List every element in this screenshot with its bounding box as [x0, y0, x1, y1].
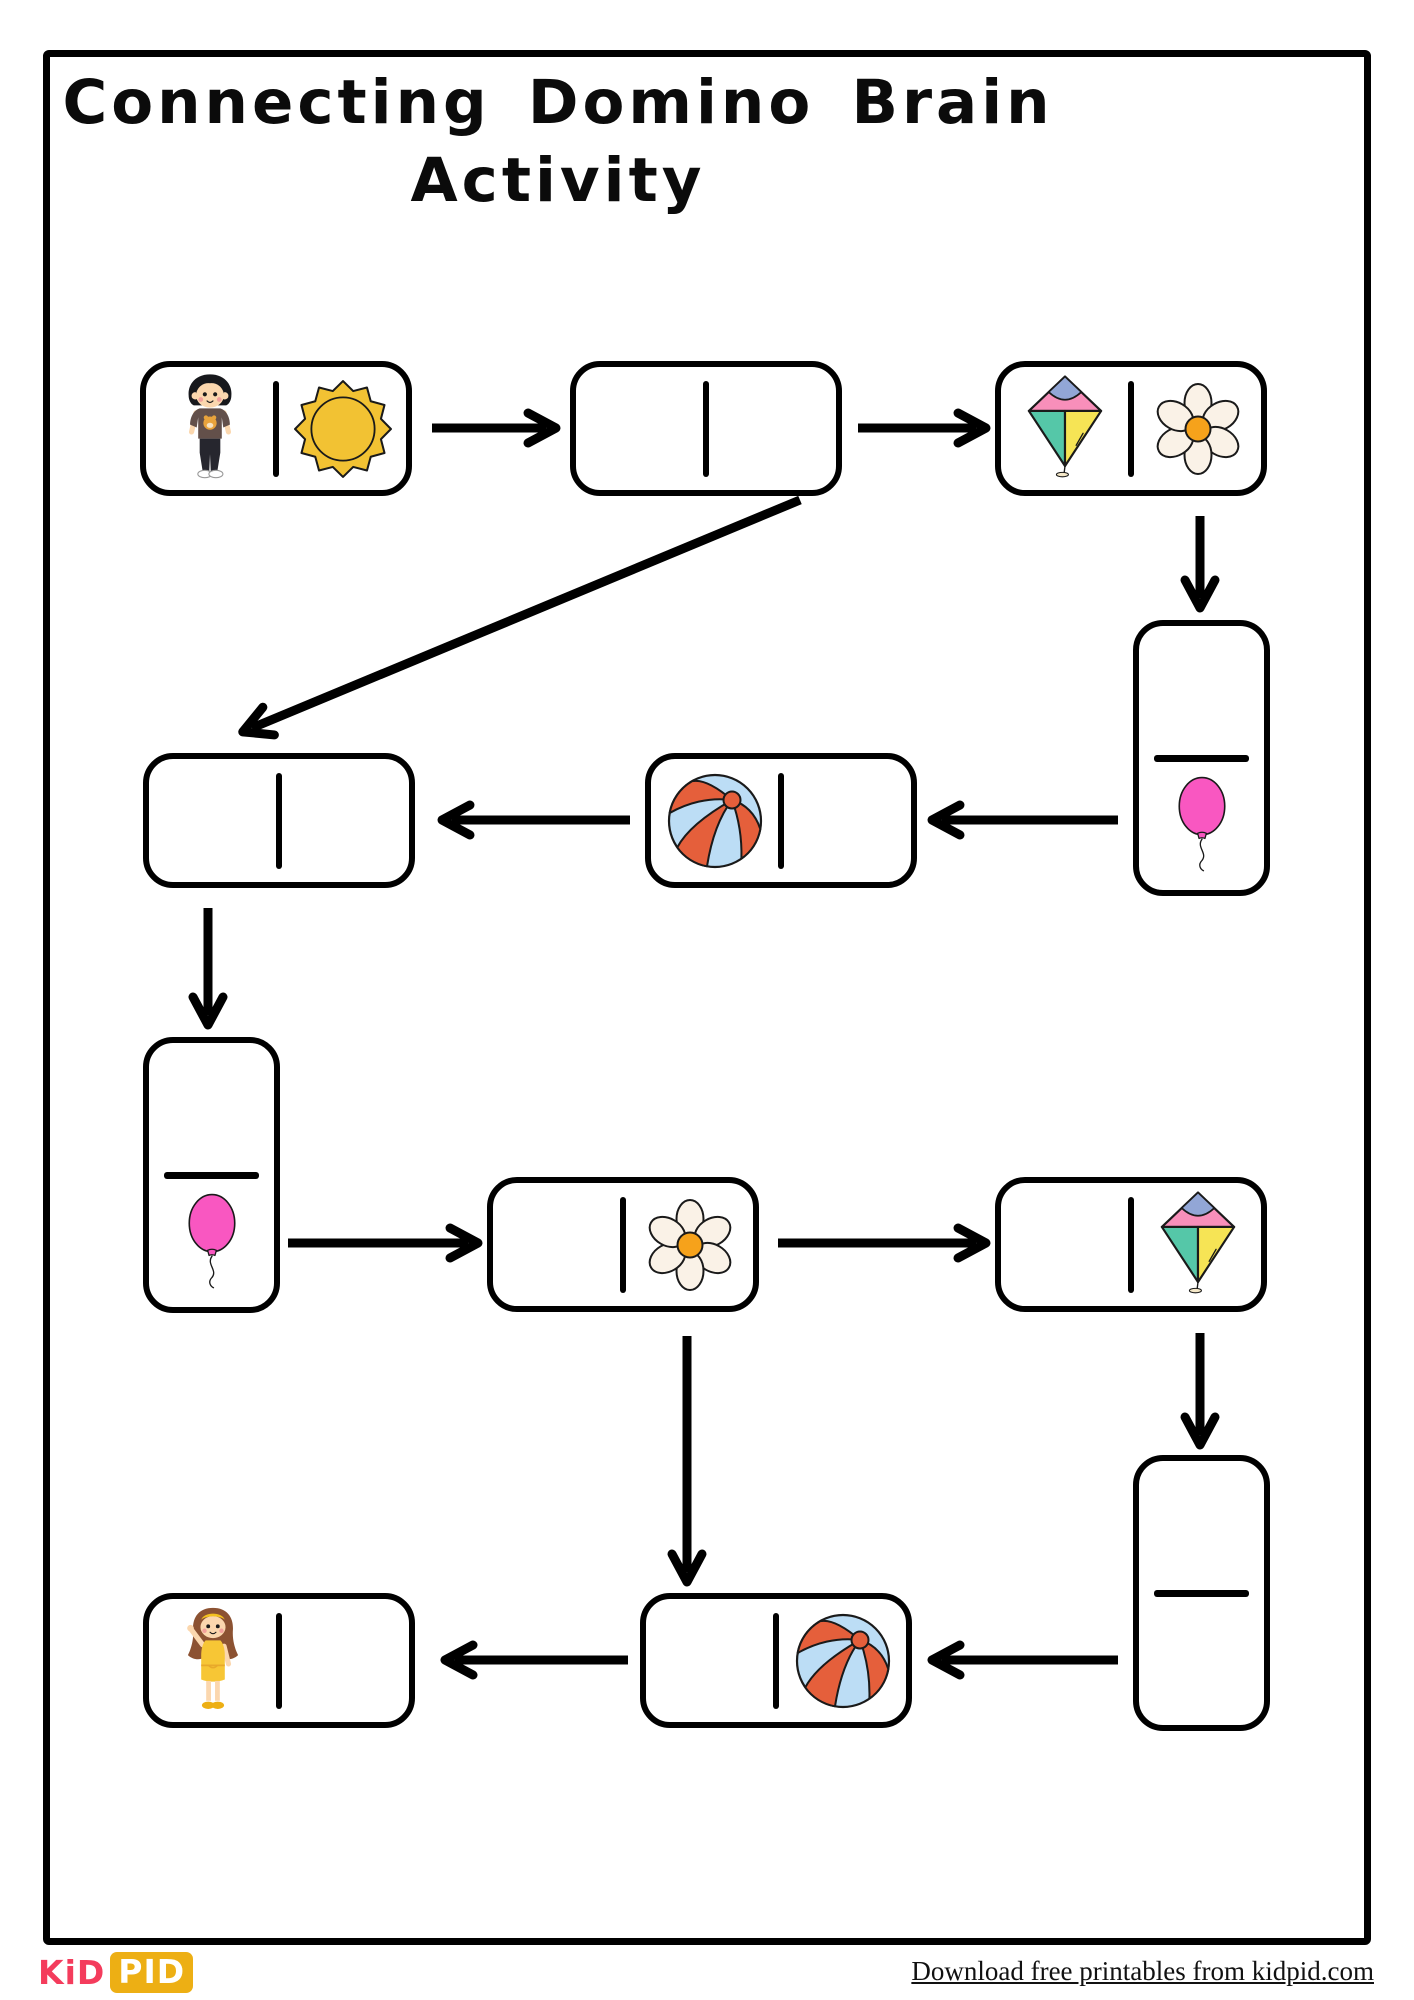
page-title-line2: Activity: [410, 145, 706, 217]
domino-blank-balloon-left: [143, 1037, 280, 1313]
domino-cell: [576, 367, 703, 490]
kidpid-logo: KiD PID: [38, 1952, 194, 1993]
domino-cell: [1139, 626, 1264, 755]
domino-cell: [1001, 1183, 1128, 1306]
domino-cell: [149, 759, 276, 882]
domino-cell: [1134, 367, 1261, 490]
domino-divider: [1154, 1589, 1249, 1597]
domino-cell: [282, 1599, 409, 1722]
domino-cell: [646, 1599, 773, 1722]
flower-icon: [640, 1195, 740, 1295]
domino-cell: [149, 1043, 274, 1172]
domino-cell: [709, 367, 836, 490]
domino-cell: [1134, 1183, 1261, 1306]
domino-divider: [276, 1612, 282, 1709]
domino-divider: [778, 772, 784, 869]
kite-icon: [1155, 1189, 1241, 1301]
domino-cell: [651, 759, 778, 882]
domino-divider: [273, 380, 279, 477]
kidpid-logo-pid: PID: [110, 1952, 194, 1993]
domino-blank-blank-vert: [1133, 1455, 1270, 1731]
domino-divider: [164, 1171, 259, 1179]
domino-cell: [1139, 1461, 1264, 1590]
domino-cell: [493, 1183, 620, 1306]
ball-icon: [665, 771, 765, 871]
balloon-icon: [1165, 771, 1239, 881]
domino-cell: [779, 1599, 906, 1722]
domino-divider: [276, 772, 282, 869]
page-title: Connecting Domino Brain Activity: [43, 64, 1073, 220]
domino-cell: [279, 367, 406, 490]
domino-divider: [1154, 754, 1249, 762]
domino-cell: [149, 1179, 274, 1308]
boy-icon: [169, 370, 251, 488]
balloon-icon: [175, 1188, 249, 1298]
page-border: [43, 50, 1371, 1945]
download-link[interactable]: Download free printables from kidpid.com: [911, 1956, 1374, 1986]
domino-kite-flower: [995, 361, 1267, 496]
domino-divider: [773, 1612, 779, 1709]
domino-cell: [149, 1599, 276, 1722]
domino-cell: [1139, 1597, 1264, 1726]
page-title-line1: Connecting Domino Brain: [62, 67, 1054, 138]
kite-icon: [1022, 373, 1108, 485]
domino-blank-flower: [487, 1177, 759, 1312]
domino-divider: [703, 380, 709, 477]
domino-blank-blank-top: [570, 361, 842, 496]
sun-icon: [292, 378, 394, 480]
domino-cell: [1001, 367, 1128, 490]
domino-divider: [1128, 380, 1134, 477]
girl-icon: [171, 1602, 255, 1720]
domino-cell: [146, 367, 273, 490]
domino-blank-balloon-right: [1133, 620, 1270, 896]
domino-boy-sun: [140, 361, 412, 496]
domino-cell: [1139, 762, 1264, 891]
domino-blank-ball: [640, 1593, 912, 1728]
domino-divider: [620, 1196, 626, 1293]
ball-icon: [793, 1611, 893, 1711]
domino-blank-kite: [995, 1177, 1267, 1312]
domino-divider: [1128, 1196, 1134, 1293]
domino-cell: [626, 1183, 753, 1306]
flower-icon: [1148, 379, 1248, 479]
domino-blank-blank-mid: [143, 753, 415, 888]
domino-girl-blank: [143, 1593, 415, 1728]
domino-cell: [282, 759, 409, 882]
domino-ball-blank: [645, 753, 917, 888]
kidpid-logo-kid: KiD: [38, 1953, 106, 1992]
domino-cell: [784, 759, 911, 882]
